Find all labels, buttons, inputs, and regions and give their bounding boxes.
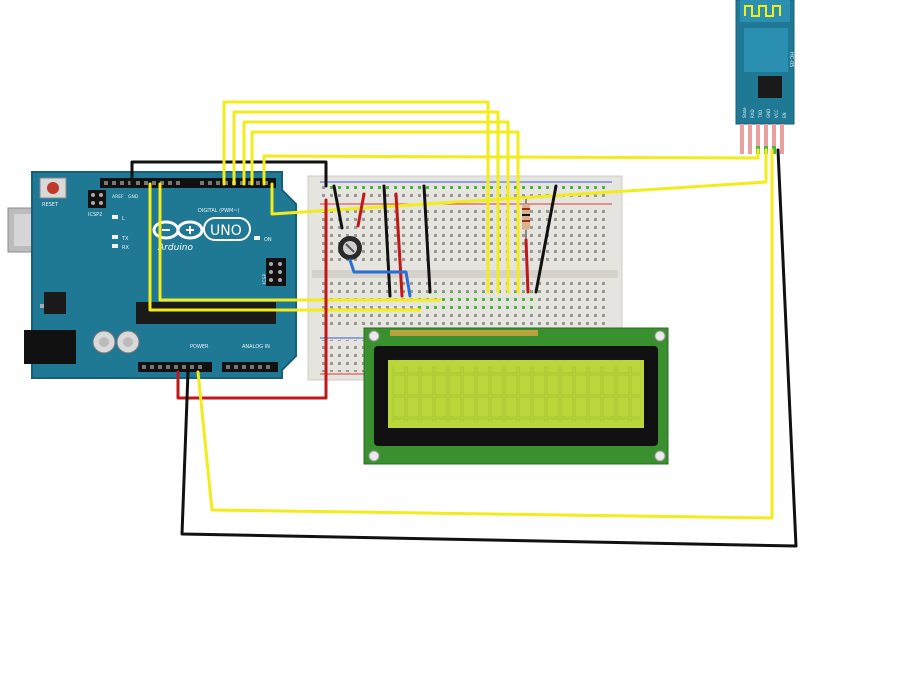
icsp2-label: ICSP2	[88, 212, 102, 218]
digital-header	[100, 178, 276, 188]
brand-label: Arduino	[157, 243, 193, 253]
wire-data-2	[232, 110, 500, 294]
jumper-black-4	[534, 184, 558, 294]
digital-label: DIGITAL (PWM~)	[198, 208, 240, 214]
reset-label: RESET	[42, 202, 59, 208]
wire-rs	[148, 182, 422, 312]
bt-pin-txd-label: TXD	[758, 110, 763, 119]
jumper-black-1	[332, 184, 344, 230]
rx-label: RX	[122, 245, 129, 251]
tx-label: TX	[121, 236, 129, 242]
wire-data-3	[242, 120, 510, 294]
lcd-16x2-display	[363, 327, 669, 465]
power-label: POWER	[190, 344, 209, 350]
wire-bt-vcc	[196, 148, 774, 520]
potentiometer	[338, 236, 362, 260]
hc05-bluetooth-module: HC-05 State RXD TXD GND VCC EN	[735, 0, 795, 154]
wire-bt-txd	[262, 148, 760, 186]
wires	[130, 100, 798, 548]
arduino-logo-icon	[152, 220, 204, 240]
resistor	[522, 196, 530, 240]
jumper-red-3	[524, 238, 530, 294]
bt-pin-en-label: EN	[782, 112, 787, 118]
jumper-red-1	[356, 192, 366, 228]
antenna-icon	[744, 5, 781, 17]
uno-label: UNO	[210, 223, 242, 239]
breadboard	[307, 175, 623, 381]
arduino-uno-board: RESET ICSP2 AREF GND DIGITAL (PWM~)	[7, 171, 297, 379]
l-label: L	[122, 216, 125, 222]
wire-data-1	[222, 100, 490, 294]
power-jack	[24, 330, 76, 364]
gnd-label: GND	[128, 194, 139, 200]
jumper-red-2	[394, 192, 404, 298]
wire-bt-rxd	[270, 148, 768, 216]
on-label: ON	[264, 237, 272, 243]
wire-gnd-top	[130, 160, 328, 188]
bt-pin-state-label: State	[742, 107, 747, 118]
jumper-blue	[348, 258, 412, 298]
icsp-label: ICSP	[262, 274, 268, 284]
wire-data-4	[250, 130, 520, 294]
analog-in-label: ANALOG IN	[242, 344, 270, 350]
bt-pin-vcc-label: VCC	[774, 109, 779, 118]
aref-label: AREF	[112, 194, 124, 200]
bt-pin-gnd-label: GND	[766, 109, 771, 118]
wire-en	[158, 182, 442, 302]
jumper-black-3	[422, 184, 432, 294]
bt-pin-rxd-label: RXD	[750, 109, 755, 118]
bluetooth-model-label: HC-05	[788, 52, 794, 67]
wire-bt-gnd	[180, 148, 798, 548]
jumper-black-2	[382, 184, 392, 298]
microcontroller-chip	[136, 302, 276, 324]
wire-5v	[176, 198, 328, 400]
reset-button-icon	[47, 182, 59, 194]
